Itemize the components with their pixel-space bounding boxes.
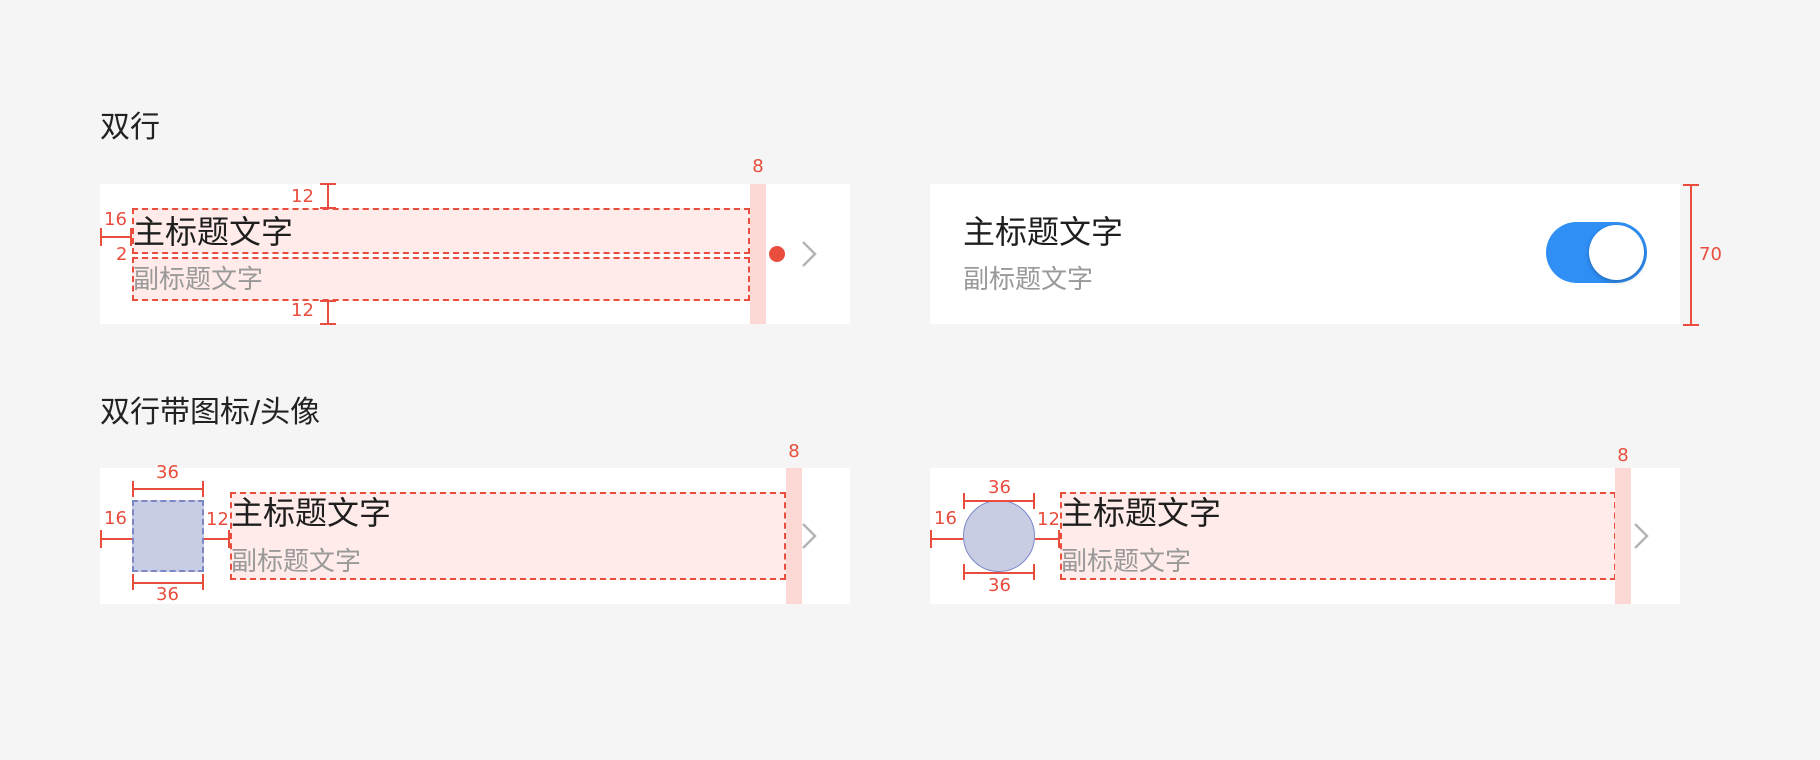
dimension-line	[963, 500, 1035, 502]
text-area-marker	[230, 492, 786, 580]
list-item-two-line-badge[interactable]	[100, 184, 850, 324]
item-subtitle: 副标题文字	[963, 265, 1094, 295]
dimension-label-12-bottom: 12	[291, 300, 314, 321]
spacing-marker-8	[1615, 468, 1631, 604]
dimension-label-12: 12	[206, 509, 229, 530]
dimension-tick	[100, 530, 102, 548]
dimension-label-16: 16	[934, 508, 957, 529]
spacing-marker-8	[786, 468, 802, 604]
dimension-line	[930, 538, 963, 540]
dimension-line	[204, 538, 230, 540]
dimension-tick	[132, 574, 134, 590]
list-item-two-line-icon[interactable]	[100, 468, 850, 604]
badge-dot	[769, 246, 785, 262]
dimension-tick	[202, 574, 204, 590]
text-area-marker	[1060, 492, 1616, 580]
item-title: 主标题文字	[133, 213, 294, 251]
dimension-line	[327, 300, 329, 324]
dimension-label-36-bottom: 36	[988, 575, 1011, 596]
dimension-line	[327, 183, 329, 209]
dimension-label-36-top: 36	[988, 477, 1011, 498]
dimension-label-8: 8	[788, 441, 800, 462]
title-area-marker	[132, 208, 750, 254]
dimension-tick	[963, 493, 965, 509]
dimension-line	[132, 488, 204, 490]
dimension-tick	[1683, 324, 1699, 326]
dimension-tick	[963, 564, 965, 580]
dimension-label-36-bottom: 36	[156, 584, 179, 605]
spacing-marker-8	[750, 184, 766, 324]
dimension-label-12: 12	[1037, 509, 1060, 530]
dimension-label-16: 16	[104, 209, 127, 230]
dimension-label-8: 8	[1617, 445, 1629, 466]
dimension-line	[100, 236, 132, 238]
section-title-two-line-icon: 双行带图标/头像	[100, 395, 321, 430]
item-subtitle: 副标题文字	[133, 265, 264, 295]
dimension-tick	[320, 323, 336, 325]
dimension-tick	[130, 228, 132, 246]
dimension-tick	[930, 530, 932, 548]
item-subtitle: 副标题文字	[1061, 547, 1192, 577]
dimension-tick	[1058, 530, 1060, 548]
section-title-two-line: 双行	[100, 110, 160, 145]
dimension-label-12-top: 12	[291, 186, 314, 207]
dimension-line	[100, 538, 132, 540]
chevron-right-icon[interactable]	[801, 522, 817, 550]
chevron-right-icon[interactable]	[1633, 522, 1649, 550]
item-subtitle: 副标题文字	[231, 547, 362, 577]
dimension-line	[132, 582, 204, 584]
dimension-tick	[132, 481, 134, 497]
dimension-label-70: 70	[1699, 244, 1722, 265]
dimension-tick	[228, 530, 230, 548]
icon-placeholder	[132, 500, 204, 572]
dimension-label-16: 16	[104, 508, 127, 529]
avatar	[963, 500, 1035, 572]
dimension-tick	[1033, 564, 1035, 580]
dimension-line	[1690, 184, 1692, 325]
chevron-right-icon[interactable]	[801, 240, 817, 268]
dimension-tick	[1033, 493, 1035, 509]
toggle-switch[interactable]	[1546, 222, 1647, 283]
subtitle-area-marker	[132, 257, 750, 301]
item-title: 主标题文字	[231, 494, 392, 532]
dimension-label-8: 8	[752, 156, 764, 177]
item-title: 主标题文字	[963, 213, 1124, 251]
item-title: 主标题文字	[1061, 494, 1222, 532]
dimension-label-36-top: 36	[156, 462, 179, 483]
toggle-knob	[1589, 225, 1644, 280]
dimension-tick	[320, 207, 336, 209]
dimension-line	[963, 572, 1035, 574]
list-item-two-line-avatar[interactable]	[930, 468, 1680, 604]
dimension-line	[1035, 538, 1060, 540]
dimension-label-2: 2	[116, 244, 128, 265]
dimension-tick	[202, 481, 204, 497]
dimension-tick	[100, 228, 102, 246]
